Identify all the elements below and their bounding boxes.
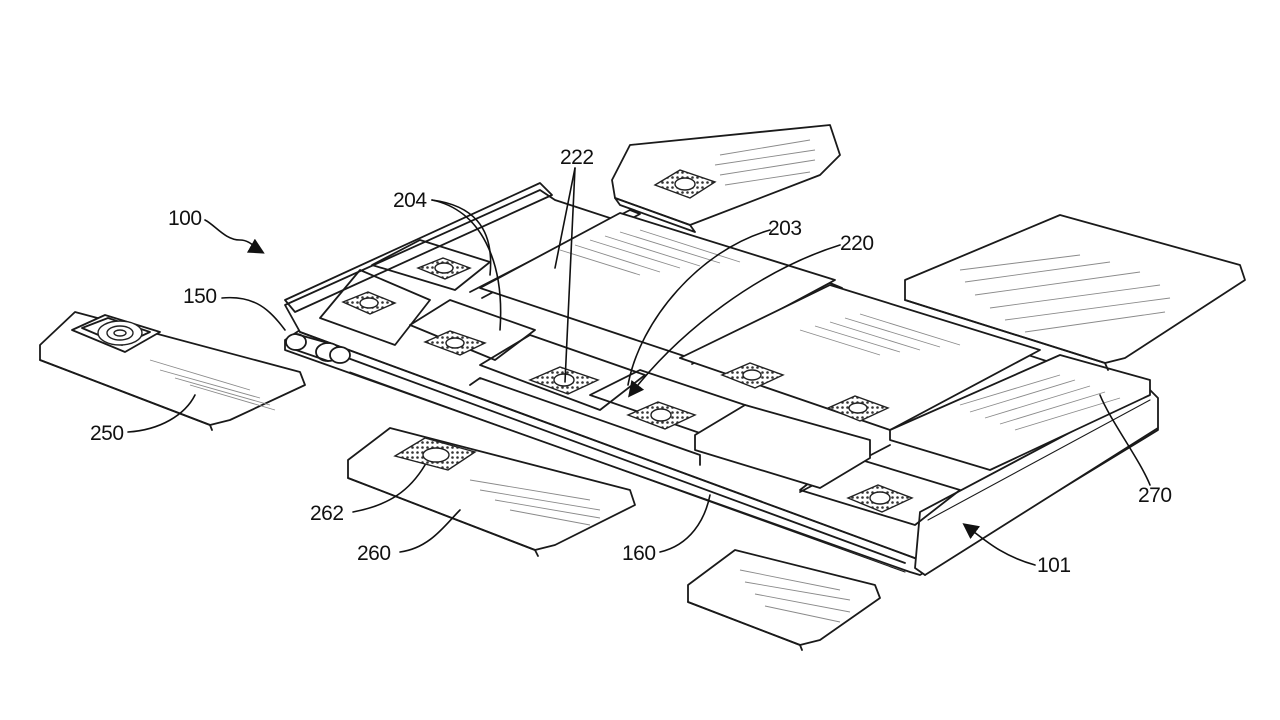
label-262: 262 [310, 502, 344, 525]
hinge-pin [285, 333, 351, 364]
label-203: 203 [768, 217, 802, 240]
label-222: 222 [560, 146, 594, 169]
label-160: 160 [622, 542, 656, 565]
seated-module-right [679, 284, 1041, 431]
module-top-center [611, 124, 841, 233]
connector-pad-3 [423, 330, 487, 356]
connector-pad-5 [626, 401, 697, 430]
label-260: 260 [357, 542, 391, 565]
battery-module-270 [889, 354, 1151, 471]
reference-labels: 100 150 204 222 203 220 250 262 260 160 … [90, 146, 1172, 577]
camera-module-250 [39, 311, 306, 431]
connector-pad-2 [416, 257, 472, 280]
label-204: 204 [393, 189, 427, 212]
module-top-right [904, 214, 1246, 371]
label-250: 250 [90, 422, 124, 445]
chassis-connectors [341, 257, 914, 513]
seated-module-small [694, 404, 871, 489]
connector-pad-8 [846, 484, 914, 513]
label-220: 220 [840, 232, 874, 255]
connector-pad-1 [341, 291, 397, 315]
module-260 [347, 427, 636, 557]
leader-lines [127, 167, 1151, 566]
seated-module-large [479, 212, 836, 359]
connector-pad-6 [720, 362, 785, 389]
module-bottom-small [687, 549, 881, 651]
connector-pad-222 [528, 366, 600, 395]
label-270: 270 [1138, 484, 1172, 507]
label-150: 150 [183, 285, 217, 308]
connector-pad-7 [826, 395, 890, 422]
label-101: 101 [1037, 554, 1071, 577]
slot-bays [319, 212, 1151, 526]
label-100: 100 [168, 207, 202, 230]
